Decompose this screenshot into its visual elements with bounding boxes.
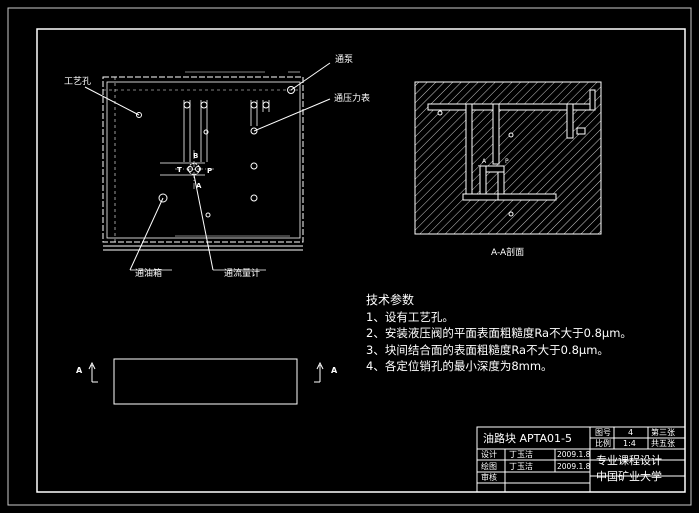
- port-label-b: B: [193, 152, 198, 160]
- section-port-t: T: [477, 165, 482, 172]
- callout-process-hole: 工艺孔: [64, 76, 91, 87]
- callout-gauge: 通压力表: [334, 92, 370, 104]
- scale-value: 1:4: [623, 439, 636, 448]
- port-label-p: P: [207, 167, 212, 175]
- tech-item-1: 1、设有工艺孔。: [366, 310, 454, 324]
- scale-label: 比例: [595, 439, 611, 448]
- callout-pump: 通泵: [335, 54, 353, 65]
- callout-flowmeter: 通流量计: [224, 267, 260, 279]
- tech-item-3: 3、块间结合面的表面粗糙度Ra不大于0.8μm。: [366, 343, 609, 357]
- inner-frame: [36, 28, 686, 493]
- top-view: [84, 62, 331, 271]
- designer-name: 丁玉洁: [509, 450, 533, 459]
- drawing-no: 4: [628, 428, 634, 437]
- design-date: 2009.1.8: [557, 450, 591, 459]
- process-hole: [136, 112, 142, 118]
- section-mark-right: A: [331, 366, 338, 375]
- title-block: [476, 426, 686, 493]
- part-name: 油路块 APTA01-5: [483, 432, 573, 445]
- leader-gauge: [253, 98, 331, 132]
- tank-port: [158, 193, 168, 203]
- leader-process-hole: [84, 86, 140, 116]
- side-view: [113, 358, 298, 405]
- port-label-a: A: [196, 182, 202, 190]
- drawing-no-label: 图号: [595, 428, 611, 437]
- port-hole: [183, 101, 191, 109]
- tech-item-2: 2、安装液压阀的平面表面粗糙度Ra不大于0.8μm。: [366, 326, 632, 340]
- gauge-port: [250, 127, 258, 135]
- leader-tank: [129, 197, 164, 271]
- leader-pump: [290, 62, 331, 91]
- section-port-a: A: [482, 158, 487, 165]
- outer-frame: [7, 7, 692, 506]
- drawer-name: 丁玉洁: [509, 462, 533, 471]
- design-label: 设计: [481, 450, 497, 459]
- section-mark-left: A: [76, 366, 83, 375]
- school-name: 中国矿业大学: [596, 470, 662, 483]
- callout-tank: 通油箱: [135, 267, 162, 279]
- course-name: 专业课程设计: [596, 454, 662, 467]
- pump-port: [287, 86, 295, 94]
- leader-flowmeter: [193, 174, 214, 271]
- port-label-t: T: [177, 166, 182, 174]
- tech-item-4: 4、各定位销孔的最小深度为8mm。: [366, 359, 553, 373]
- block-outline: [102, 76, 304, 243]
- review-label: 审核: [481, 473, 497, 482]
- section-caption: A-A剖面: [491, 246, 524, 258]
- section-port-p: P: [505, 158, 509, 165]
- section-view: [414, 81, 602, 235]
- draw-label: 绘图: [481, 462, 497, 471]
- draw-date: 2009.1.8: [557, 462, 591, 471]
- sheet-total: 共五张: [651, 439, 675, 448]
- tech-title: 技术参数: [366, 293, 415, 307]
- sheet-no: 第三张: [651, 428, 675, 437]
